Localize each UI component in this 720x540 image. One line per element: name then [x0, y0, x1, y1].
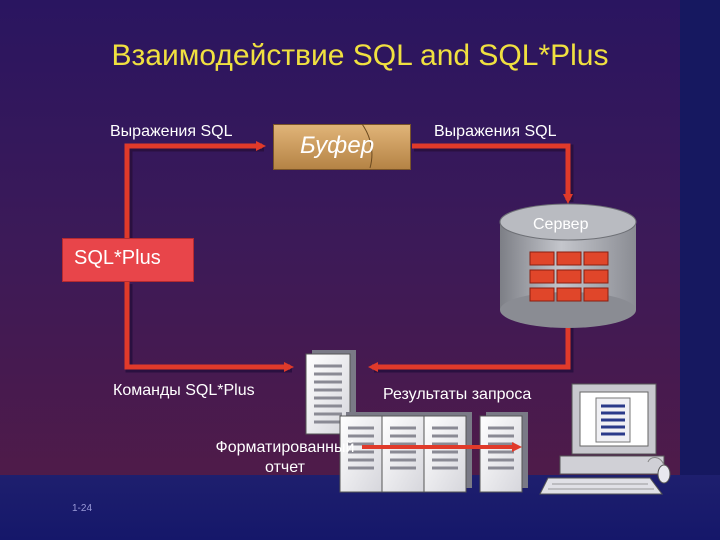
query-results-label: Результаты запроса [383, 386, 532, 403]
buffer-fold-line [361, 124, 373, 169]
formatted-report-line2: отчет [265, 459, 305, 476]
formatted-report-line1: Форматированный [215, 439, 355, 456]
sqlplus-box [62, 238, 194, 282]
buffer-box [273, 124, 411, 170]
sql-statements-left-label: Выражения SQL [110, 123, 233, 140]
sqlplus-commands-label: Команды SQL*Plus [113, 382, 255, 399]
report-page-4 [479, 412, 528, 493]
page-number: 1-24 [72, 503, 93, 514]
sql-statements-right-label: Выражения SQL [434, 123, 557, 140]
report-page-3 [423, 412, 472, 493]
formatted-report-documents [339, 412, 528, 493]
formatted-report-label: Форматированный отчет [200, 438, 370, 478]
slide-title: Взаимодействие SQL and SQL*Plus [111, 39, 609, 72]
slide-right-strip [680, 0, 720, 540]
arrow-sqlplus-to-commands [124, 282, 294, 373]
arrow-server-to-results [368, 310, 574, 373]
arrow-sqlplus-to-buffer [124, 141, 266, 240]
database-server-icon [499, 203, 637, 328]
computer-workstation-icon [539, 383, 671, 495]
server-label: Сервер [533, 216, 589, 233]
buffer-label: Буфер [300, 132, 375, 159]
sqlplus-label: SQL*Plus [74, 247, 161, 269]
report-page-1 [339, 412, 388, 493]
arrow-buffer-to-server [412, 143, 574, 204]
report-page-2 [381, 412, 430, 493]
